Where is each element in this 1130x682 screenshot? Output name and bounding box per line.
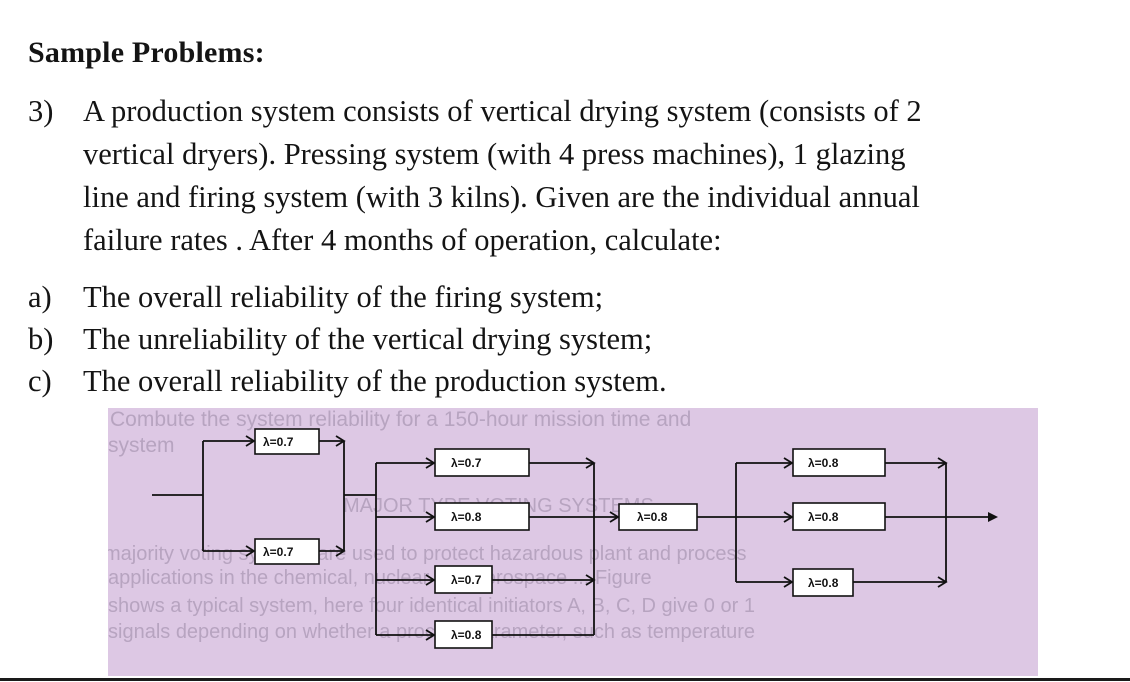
- reliability-block-diagram-photo: Combute the system reliability for a 150…: [108, 408, 1038, 676]
- arrowhead-icon: [783, 457, 794, 469]
- kiln-block-1-label: λ=0.8: [808, 456, 839, 470]
- ghost-text-line-6: shows a typical system, here four identi…: [108, 595, 755, 617]
- dryer-block-2: [254, 538, 320, 565]
- ghost-text-line-7: signals depending on whether a process p…: [108, 621, 755, 643]
- arrowhead-icon: [425, 574, 436, 586]
- arrowhead-icon: [783, 576, 794, 588]
- ghost-text-line-5: applications in the chemical, nuclear an…: [108, 567, 652, 589]
- pressing-system-stage: λ=0.7 λ=0.8 λ=0.7 λ=0.8: [344, 448, 596, 649]
- question-text: The overall reliability of the firing sy…: [83, 280, 604, 314]
- ghost-text-line-1: Combute the system reliability for a 150…: [110, 408, 691, 431]
- kiln-block-3-label: λ=0.8: [808, 576, 839, 590]
- arrowhead-icon: [425, 629, 436, 641]
- glazing-block-label: λ=0.8: [637, 510, 668, 524]
- question-label: a): [28, 280, 52, 314]
- problem-line-2: vertical dryers). Pressing system (with …: [83, 137, 906, 171]
- glazing-line-stage: λ=0.8: [594, 503, 736, 531]
- firing-system-stage: λ=0.8 λ=0.8 λ=0.8: [735, 448, 998, 597]
- arrowhead-icon: [425, 457, 436, 469]
- question-label: b): [28, 322, 54, 356]
- problem-number: 3): [28, 94, 54, 128]
- arrowhead-icon: [783, 511, 794, 523]
- problem-line-3: line and firing system (with 3 kilns). G…: [83, 180, 920, 214]
- problem-line-4: failure rates . After 4 months of operat…: [83, 223, 722, 257]
- arrowhead-icon: [245, 545, 256, 557]
- arrowhead-icon: [245, 435, 256, 447]
- press-block-2: [434, 502, 530, 531]
- arrowhead-icon: [425, 511, 436, 523]
- press-block-3-label: λ=0.7: [451, 573, 482, 587]
- kiln-block-1: [792, 448, 886, 477]
- question-label: c): [28, 364, 52, 398]
- question-text: The overall reliability of the productio…: [83, 364, 667, 398]
- question-text: The unreliability of the vertical drying…: [83, 322, 653, 356]
- arrowhead-icon: [609, 511, 620, 523]
- bottom-rule: [0, 678, 1130, 681]
- press-block-4-label: λ=0.8: [451, 628, 482, 642]
- dryer-block-1-label: λ=0.7: [263, 435, 294, 449]
- output-arrowhead-icon: [988, 512, 998, 522]
- press-block-1-label: λ=0.7: [451, 456, 482, 470]
- reliability-block-diagram: Combute the system reliability for a 150…: [108, 408, 998, 649]
- press-block-2-label: λ=0.8: [451, 510, 482, 524]
- sample-problems-heading: Sample Problems:: [28, 36, 265, 69]
- dryer-block-2-label: λ=0.7: [263, 545, 294, 559]
- kiln-block-2: [792, 502, 886, 531]
- drying-system-stage: λ=0.7 λ=0.7: [152, 428, 346, 565]
- press-block-1: [434, 448, 530, 477]
- kiln-block-2-label: λ=0.8: [808, 510, 839, 524]
- ghost-text-line-2: system: [108, 434, 175, 457]
- press-block-3: [434, 565, 493, 594]
- problem-line-1: A production system consists of vertical…: [83, 94, 922, 128]
